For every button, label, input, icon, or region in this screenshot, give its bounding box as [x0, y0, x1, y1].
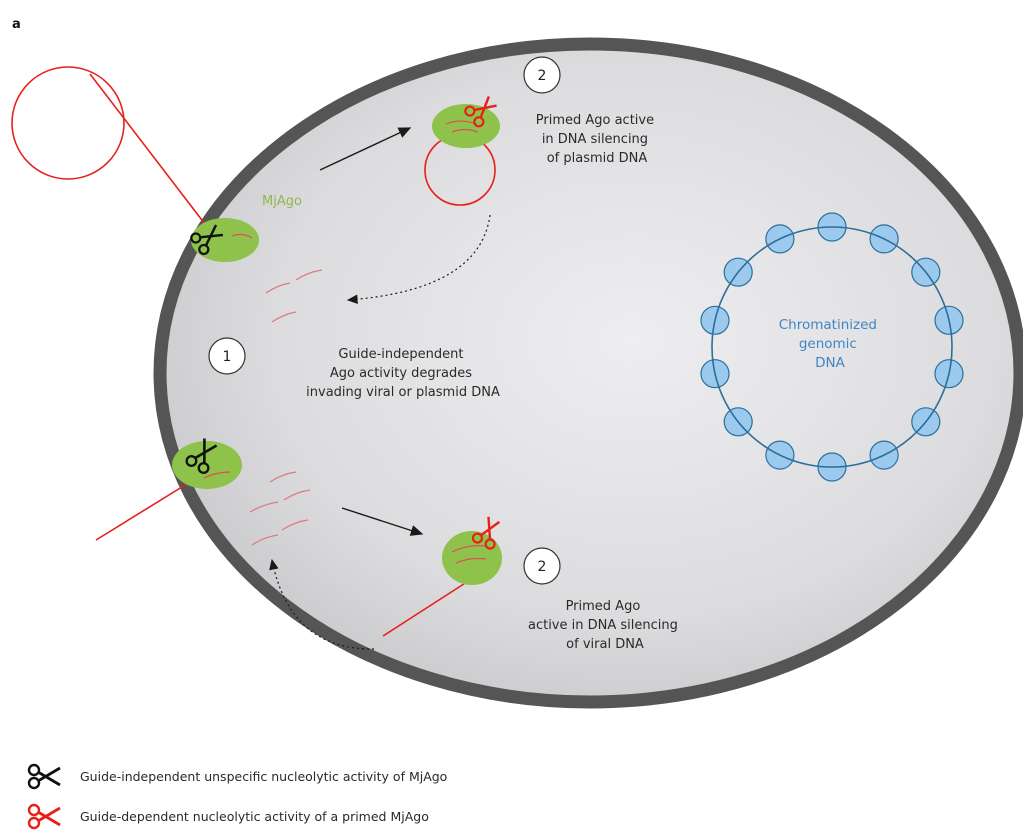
black-scissors-icon	[27, 763, 61, 790]
dna-fragments-upper	[265, 269, 323, 323]
nucleosome-beads	[700, 212, 964, 482]
primed-ago-plasmid	[424, 95, 500, 206]
genome-ring	[711, 226, 953, 468]
mjago-enzyme-bottom	[172, 438, 242, 489]
red-scissors-icon	[464, 95, 497, 128]
step-2-top-caption: Primed Ago active in DNA silencing of pl…	[536, 113, 659, 166]
arrow-to-primed-ago-top	[319, 127, 412, 171]
chromatinized-genome	[700, 212, 964, 482]
cell-envelope	[153, 37, 1023, 709]
step-1-number: 1	[223, 349, 232, 365]
panel-label: a	[12, 17, 21, 32]
legend-item-black-scissors: Guide-independent unspecific nucleolytic…	[27, 763, 447, 790]
red-scissors-icon	[471, 516, 501, 550]
black-scissors-icon	[185, 438, 218, 474]
dna-fragments-lower	[249, 471, 311, 546]
invading-plasmid	[11, 66, 209, 229]
primed-ago-viral	[382, 516, 502, 637]
legend-text-black: Guide-independent unspecific nucleolytic…	[80, 769, 447, 784]
black-scissors-icon	[190, 224, 224, 256]
step-1-caption: Guide-independent Ago activity degrades …	[306, 347, 500, 400]
step-2-bottom-badge	[523, 547, 561, 585]
mjago-enzyme-top	[190, 218, 259, 262]
genome-label: Chromatinized genomic DNA	[779, 317, 882, 371]
step-2-top-badge	[523, 56, 561, 94]
step-2-bottom-caption: Primed Ago active in DNA silencing of vi…	[528, 599, 682, 652]
step-2-top-number: 2	[538, 68, 547, 84]
invading-viral-dna	[95, 481, 191, 541]
enzyme-label: MjAgo	[262, 194, 302, 209]
red-scissors-icon	[27, 803, 61, 830]
step-2-bottom-number: 2	[538, 559, 547, 575]
legend: Guide-independent unspecific nucleolytic…	[27, 763, 447, 830]
legend-text-red: Guide-dependent nucleolytic activity of …	[80, 809, 429, 824]
step-1-badge	[208, 337, 246, 375]
legend-item-red-scissors: Guide-dependent nucleolytic activity of …	[27, 803, 429, 830]
arrow-to-primed-ago-bottom	[341, 507, 424, 536]
